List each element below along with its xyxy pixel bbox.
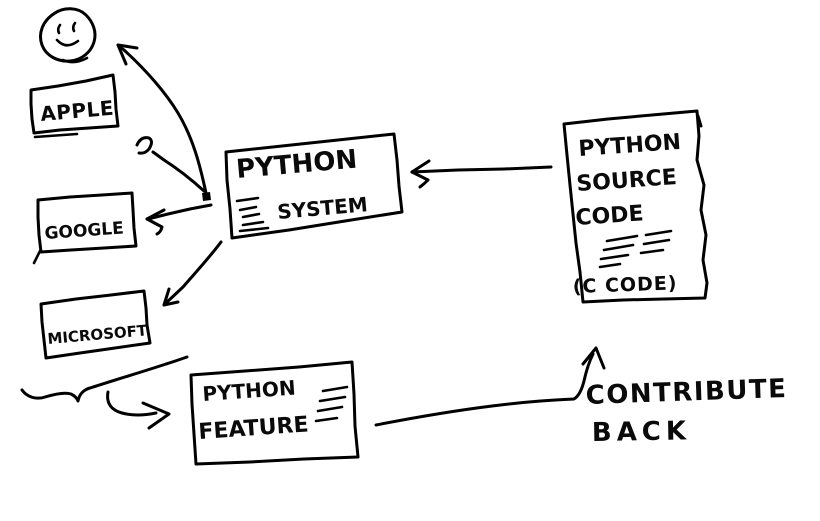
arrow-feature-to-contribute-back xyxy=(374,346,606,427)
arrow-system-to-google xyxy=(145,203,213,236)
python-source-label-line4: (C CODE) xyxy=(572,272,677,298)
arrow-system-to-apple xyxy=(135,136,206,193)
python-feature-node: PYTHON FEATURE xyxy=(189,360,360,466)
hash-lines-icon xyxy=(235,196,270,233)
python-source-label-line1: PYTHON xyxy=(578,130,682,162)
hub-node-dot xyxy=(202,192,211,201)
python-system-label-line1: PYTHON xyxy=(235,145,358,185)
smiley-face-icon xyxy=(39,7,97,64)
arrow-companies-to-feature xyxy=(106,390,171,430)
google-node: GOOGLE xyxy=(32,191,138,265)
apple-label: APPLE xyxy=(39,96,115,126)
contribute-back-line2: BACK xyxy=(592,416,692,448)
python-feature-label-line2: FEATURE xyxy=(198,412,310,445)
brace-squiggle xyxy=(20,355,189,403)
apple-node: APPLE xyxy=(29,73,120,139)
hash-lines-icon xyxy=(314,385,349,423)
hash-lines-icon xyxy=(598,229,673,269)
contribute-back-annotation: CONTRIBUTE BACK xyxy=(585,374,788,448)
microsoft-node: MICROSOFT xyxy=(39,289,152,360)
google-label: GOOGLE xyxy=(44,219,124,244)
arrow-source-to-system xyxy=(410,159,553,189)
arrow-system-to-microsoft xyxy=(162,240,223,307)
python-source-label-line3: CODE xyxy=(575,201,645,231)
arrow-system-to-person xyxy=(116,43,208,195)
python-system-node: PYTHON SYSTEM xyxy=(224,132,404,240)
python-source-code-node: PYTHON SOURCE CODE (C CODE) xyxy=(562,109,709,304)
python-source-label-line2: SOURCE xyxy=(576,165,678,197)
python-feature-label-line1: PYTHON xyxy=(202,376,297,406)
contribute-back-line1: CONTRIBUTE xyxy=(585,374,788,411)
